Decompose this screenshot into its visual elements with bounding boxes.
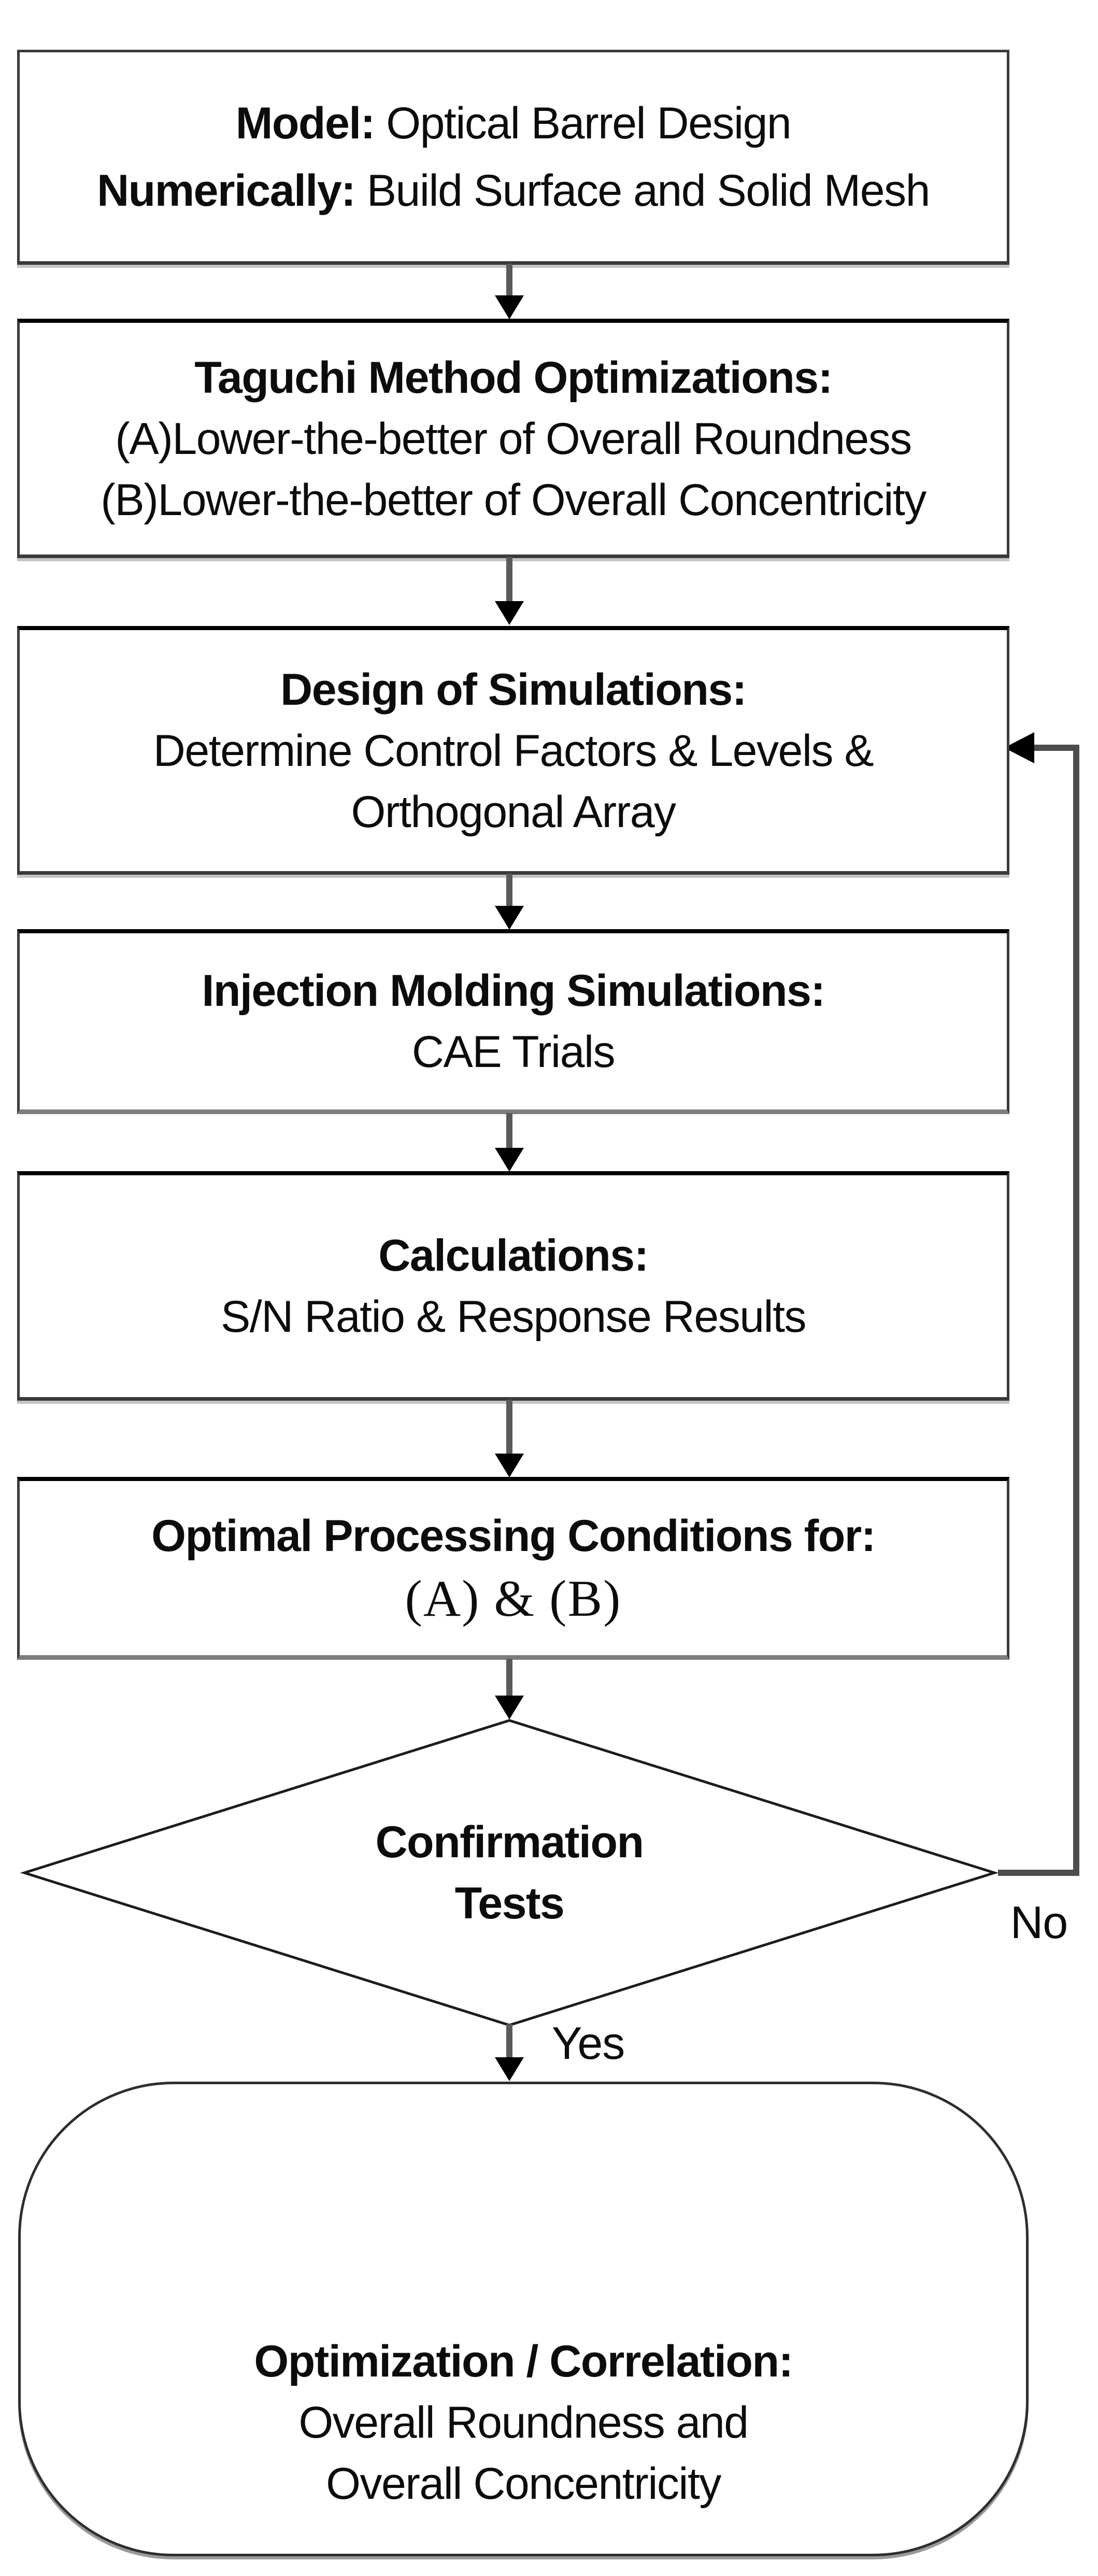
- feedback-arrowhead-icon: [1004, 732, 1034, 763]
- design-title: Design of Simulations:: [280, 664, 747, 715]
- result-line-2: Overall Roundness and: [298, 2398, 749, 2447]
- design-line-3: Orthogonal Array: [351, 787, 676, 837]
- taguchi-line-3: (B)Lower-the-better of Overall Concentri…: [101, 475, 926, 525]
- connector-6-stem: [506, 1659, 512, 1697]
- calculations-line-2: S/N Ratio & Response Results: [220, 1292, 807, 1342]
- taguchi-line-2: (A)Lower-the-better of Overall Roundness: [115, 414, 912, 464]
- optimal-title: Optimal Processing Conditions for:: [151, 1511, 876, 1561]
- decision-line-2: Tests: [454, 1878, 565, 1928]
- connector-7-stem: [506, 2024, 512, 2058]
- connector-4-stem: [506, 1113, 512, 1149]
- result-title: Optimization / Correlation:: [254, 2337, 793, 2386]
- connector-4-arrowhead-icon: [495, 1148, 524, 1172]
- model-line-2-text: Build Surface and Solid Mesh: [355, 165, 931, 216]
- injection-line-2: CAE Trials: [411, 1027, 616, 1077]
- model-line-1-text: Optical Barrel Design: [374, 98, 792, 148]
- connector-5-stem: [506, 1400, 512, 1455]
- connector-2-arrowhead-icon: [495, 601, 524, 625]
- edge-label-no: No: [1010, 1897, 1068, 1948]
- flow-box-injection: Injection Molding Simulations: CAE Trial…: [17, 929, 1009, 1114]
- connector-7-arrowhead-icon: [495, 2057, 524, 2081]
- flow-box-taguchi: Taguchi Method Optimizations: (A)Lower-t…: [17, 319, 1009, 558]
- connector-6-arrowhead-icon: [495, 1696, 524, 1719]
- optimal-line-2: (A) & (B): [405, 1570, 622, 1627]
- injection-title: Injection Molding Simulations:: [202, 966, 825, 1016]
- connector-1-stem: [506, 264, 512, 296]
- connector-1-arrowhead-icon: [495, 295, 524, 319]
- design-line-2: Determine Control Factors & Levels &: [153, 725, 874, 776]
- edge-label-yes: Yes: [551, 2017, 625, 2069]
- decision-text: Confirmation Tests: [250, 1812, 768, 1934]
- model-line-2: Numerically: Build Surface and Solid Mes…: [97, 157, 930, 224]
- calculations-title: Calculations:: [378, 1231, 649, 1280]
- connector-3-arrowhead-icon: [495, 906, 524, 930]
- result-line-3: Overall Concentricity: [326, 2459, 721, 2509]
- flow-box-optimal: Optimal Processing Conditions for: (A) &…: [17, 1477, 1009, 1660]
- flow-terminator-result: Optimization / Correlation: Overall Roun…: [18, 2082, 1029, 2556]
- flow-box-design: Design of Simulations: Determine Control…: [17, 626, 1009, 875]
- model-line-2-label: Numerically:: [97, 165, 356, 216]
- flow-box-calculations: Calculations: S/N Ratio & Response Resul…: [17, 1171, 1009, 1401]
- connector-2-stem: [506, 557, 512, 602]
- flow-box-model: Model: Optical Barrel Design Numerically…: [17, 50, 1009, 265]
- feedback-no-edge: [998, 745, 1079, 1876]
- model-line-1: Model: Optical Barrel Design: [235, 90, 792, 157]
- taguchi-title: Taguchi Method Optimizations:: [194, 352, 833, 403]
- connector-5-arrowhead-icon: [495, 1454, 524, 1477]
- decision-line-1: Confirmation: [375, 1817, 644, 1867]
- connector-3-stem: [506, 874, 512, 907]
- model-line-1-label: Model:: [235, 98, 376, 148]
